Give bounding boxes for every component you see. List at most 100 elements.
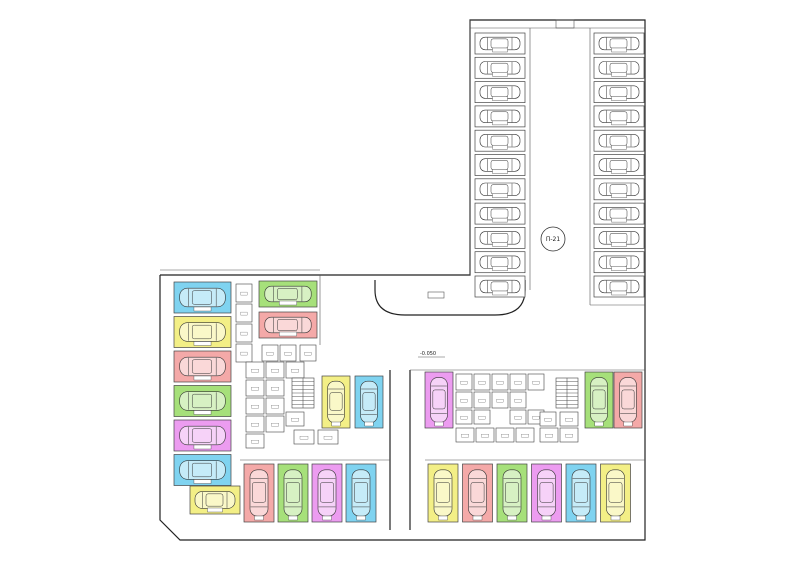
outer-walls [159,19,646,541]
stall-core-top [258,280,318,308]
stall-north-left [474,227,526,249]
room-tag [478,416,486,420]
ramp-label-box [427,291,445,299]
room-tag [323,436,333,440]
level-mark: -0.050 [418,351,445,358]
room-tag [532,381,540,385]
stall-west [173,316,232,348]
room-tag [240,331,248,336]
room-tag [271,423,279,427]
room-tag [496,381,504,385]
stall-north-right [593,227,645,249]
room-tag [545,434,553,438]
room-tag [461,434,469,438]
room-tag [460,399,468,403]
stall-north-left [474,105,526,128]
corridor-lines [240,275,645,530]
room-tag [304,352,312,356]
room-tag [501,434,509,438]
zone-marker: П-21 [540,226,566,252]
room-tag [266,352,274,356]
room-tag [481,434,489,438]
stall-west [173,454,232,486]
stall-core-vertical [321,375,351,429]
room-tag [271,369,279,373]
stall-bottom-right [496,463,528,523]
room-tag [478,381,486,385]
room-tag [521,434,529,438]
stall-north-right [593,32,645,55]
room-tag [460,381,468,385]
stall-north-right [593,105,645,128]
room-tag [514,381,522,385]
stall-north-left [474,32,526,55]
north-entrance-mark [555,19,575,29]
room-tag [299,436,309,440]
stall-north-left [474,129,526,152]
stall-bottom-right [600,463,631,523]
room-tag [565,418,573,422]
stall-bottom-right [427,463,459,523]
room-tag [240,311,248,316]
stall-north-left [474,275,526,298]
stall-north-left [474,251,526,274]
room-tag [514,416,522,420]
room-tag [251,369,259,373]
room-tag [460,416,468,420]
room-tag [251,423,259,427]
room-tag [240,351,248,356]
stall-west [173,385,232,417]
stall-bottom-left [277,463,309,523]
room-tag [478,399,486,403]
level-mark-text: -0.050 [420,351,436,357]
stall-north-right [593,202,645,225]
stall-west-bottom [189,485,241,515]
stall-bottom-right [565,463,597,523]
stall-north-right [593,178,645,201]
storage-rooms [235,283,579,449]
ramp-curve [374,280,526,316]
room-tag [291,369,299,373]
stall-north-left [474,154,526,176]
room-tag [496,399,504,403]
room-tag [284,352,292,356]
room-tag [240,291,248,296]
room-tag [514,399,522,403]
room-tag [291,418,299,422]
stall-north-right [593,81,645,103]
stall-right-core [613,371,643,429]
stall-north-right [593,129,645,152]
room-tag [532,416,540,420]
room-tag [544,418,552,422]
stall-north-left [474,56,526,79]
zone-label: П-21 [546,236,560,243]
stall-north-right [593,251,645,274]
stair-left [291,377,315,409]
parking-stalls [173,32,645,523]
stall-bottom-left [345,463,377,523]
stall-right-core [584,371,614,429]
room-tag [251,405,259,409]
room-tag [271,387,279,391]
room-tag [271,405,279,409]
stall-west [173,281,232,314]
stall-bottom-left [243,463,275,523]
stall-bottom-left [311,463,343,523]
stall-north-right [593,154,645,176]
stall-north-right [593,275,645,298]
stall-north-right [593,56,645,79]
room-tag [565,434,573,438]
stall-core-top [258,311,318,339]
room-tag [251,387,259,391]
stair-right [555,377,579,409]
stall-west [173,350,232,383]
stall-north-left [474,202,526,225]
stall-bottom-right [462,463,493,523]
stall-north-left [474,178,526,201]
room-tag [251,440,259,444]
stall-bottom-right [531,463,562,523]
stall-core-vertical [354,375,384,429]
stall-right-core [424,371,454,429]
stall-west [173,419,232,452]
